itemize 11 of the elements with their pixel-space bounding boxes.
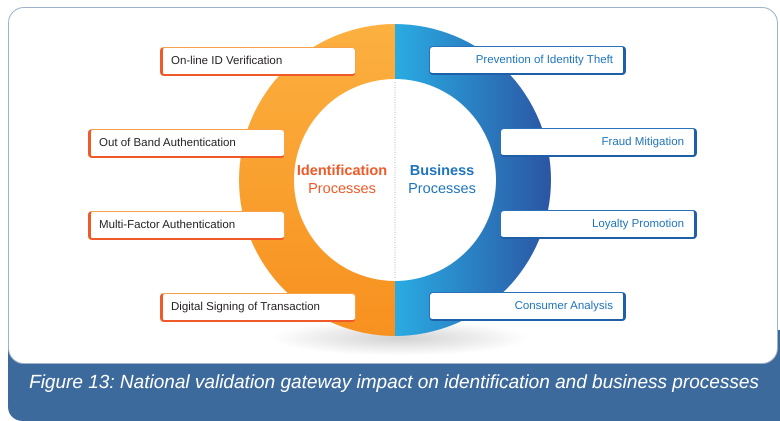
process-box: Consumer Analysis xyxy=(429,292,626,321)
process-box: Digital Signing of Transaction xyxy=(160,293,356,322)
process-box: Prevention of Identity Theft xyxy=(429,46,626,75)
process-box: On-line ID Verification xyxy=(160,47,356,76)
process-box: Fraud Mitigation xyxy=(500,128,697,157)
process-box: Loyalty Promotion xyxy=(500,210,697,239)
center-label: Business Processes xyxy=(392,162,492,198)
process-box: Out of Band Authentication xyxy=(88,129,285,158)
process-box: Multi-Factor Authentication xyxy=(88,211,285,240)
figure-caption: Figure 13: National validation gateway impact on identification and business processes xyxy=(28,372,760,393)
center-label: Identification Processes xyxy=(292,162,392,198)
